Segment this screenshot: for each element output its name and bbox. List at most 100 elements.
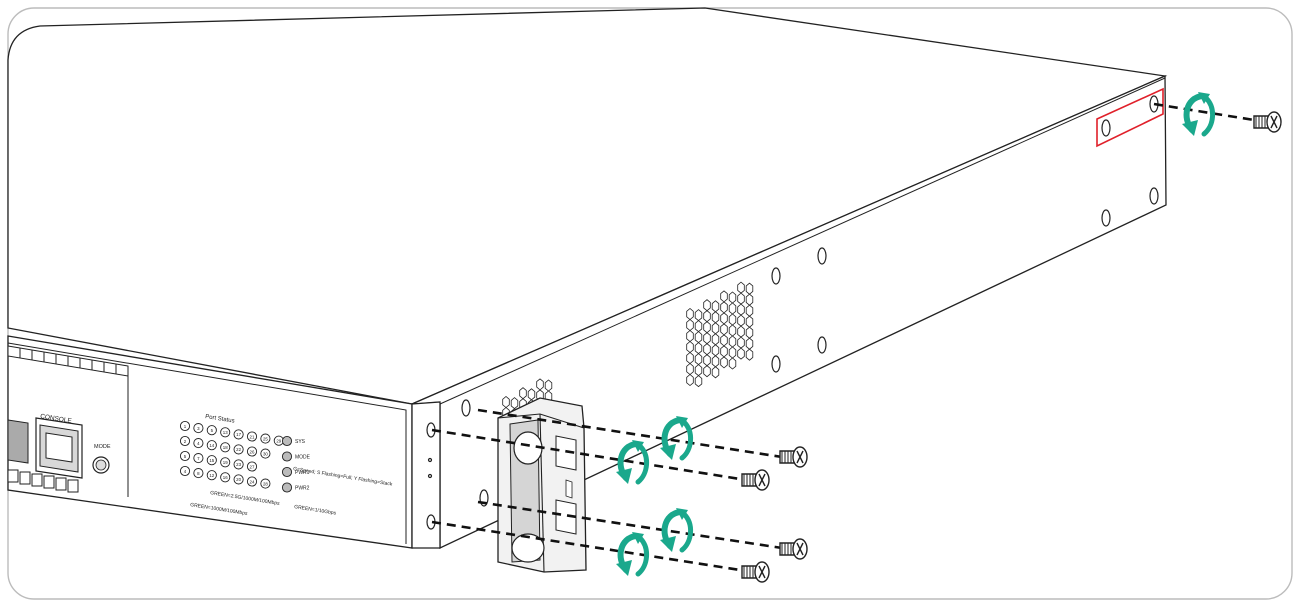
vent-hole: [711, 333, 720, 346]
port-number: 21: [250, 434, 255, 439]
port-led: 15: [206, 455, 217, 466]
vent-hole: [711, 322, 720, 335]
port-led: 28: [260, 478, 271, 489]
port-led: 18: [220, 442, 231, 453]
vent-hole: [711, 300, 720, 313]
vent-hole: [686, 307, 694, 321]
vent-hole: [711, 366, 720, 379]
vent-hole: [720, 323, 728, 336]
vent-hole: [703, 354, 711, 367]
vent-hole: [745, 348, 754, 361]
vent-hole: [728, 324, 737, 337]
top-port-strip: [7, 345, 129, 377]
vent-hole: [745, 293, 754, 306]
vent-hole: [737, 303, 745, 316]
port-number: 17: [236, 432, 241, 437]
port-number: 14: [209, 443, 214, 448]
port-number: 1: [184, 424, 187, 429]
vent-hole: [711, 311, 720, 324]
vent-hole: [703, 365, 711, 378]
port-number: 19: [223, 460, 228, 465]
port-led: 19: [220, 457, 231, 468]
port-number: 25: [263, 436, 268, 441]
vent-hole: [694, 364, 703, 377]
vent-hole: [686, 351, 694, 365]
chassis-top-surface: [7, 7, 1168, 405]
vent-hole: [519, 387, 527, 400]
port-number: 26: [250, 449, 255, 454]
vent-hole: [720, 345, 728, 358]
system-led: MODE: [281, 451, 311, 462]
vent-hole: [728, 346, 737, 359]
port-number: 12: [209, 473, 214, 478]
port-number: 24: [250, 479, 255, 484]
port-led: 16: [220, 472, 231, 483]
vent-hole: [728, 291, 737, 304]
port-number: 30: [263, 451, 268, 456]
vent-hole: [745, 326, 754, 339]
vent-hole: [510, 397, 519, 410]
port-led: 4: [179, 465, 191, 477]
port-led: 13: [220, 427, 231, 438]
port-number: 2: [184, 439, 187, 444]
vent-hole: [720, 301, 728, 314]
port-number: 13: [223, 430, 228, 435]
port-led: 21: [246, 431, 258, 442]
port-led: 14: [206, 440, 217, 451]
vent-hole: [745, 337, 754, 350]
vent-hole: [703, 310, 711, 323]
vent-hole: [694, 331, 703, 344]
port-number: 23: [236, 462, 241, 467]
port-number: 5: [184, 454, 187, 459]
mode-button-label: MODE: [94, 444, 111, 450]
vent-hole: [686, 340, 694, 354]
vent-hole: [720, 334, 728, 347]
port-led: 4: [193, 438, 204, 449]
port-led: 7: [193, 453, 204, 464]
port-number: 16: [223, 475, 228, 480]
port-led: 20: [233, 474, 244, 485]
vent-hole: [737, 336, 745, 349]
system-led-label: SYS: [295, 439, 306, 445]
vent-hole: [728, 302, 737, 315]
bottom-port-row: [7, 469, 79, 493]
vent-hole: [686, 318, 694, 332]
port-led: 23: [233, 459, 244, 470]
port-led: 5: [206, 425, 217, 436]
port-number: 22: [236, 447, 241, 452]
console-label: CONSOLE: [40, 413, 73, 425]
port-number: 27: [250, 464, 255, 469]
vent-hole: [737, 314, 745, 327]
vent-hole: [686, 373, 694, 387]
vent-hole: [728, 313, 737, 326]
port-number: 5: [211, 428, 214, 433]
vent-hole: [720, 290, 728, 303]
vent-hole: [745, 282, 754, 295]
console-port: [35, 417, 83, 479]
port-number: 20: [236, 477, 241, 482]
vent-hole: [703, 332, 711, 345]
system-led: PWR1: [281, 466, 310, 478]
system-led-label: MODE: [295, 455, 311, 461]
vent-hole: [502, 395, 510, 409]
port-number: 4: [197, 441, 200, 446]
highlighted-mounting-area: [1096, 87, 1164, 148]
screw-alignment-lines: [431, 102, 1255, 572]
system-led-label: PWR1: [295, 470, 310, 476]
mounting-bracket: [497, 397, 587, 573]
port-led: 24: [246, 476, 258, 487]
vent-hole: [745, 315, 754, 328]
vent-hole: [737, 281, 745, 294]
front-ear-bracket: [411, 401, 441, 549]
vent-hole: [703, 321, 711, 334]
port-led: 26: [246, 446, 258, 457]
vent-hole: [737, 292, 745, 305]
system-led: PWR2: [281, 482, 310, 493]
port-led: 22: [233, 444, 244, 455]
port-led: 17: [233, 429, 244, 440]
port-status-title: Port Status: [205, 414, 235, 425]
vent-hole: [737, 347, 745, 360]
